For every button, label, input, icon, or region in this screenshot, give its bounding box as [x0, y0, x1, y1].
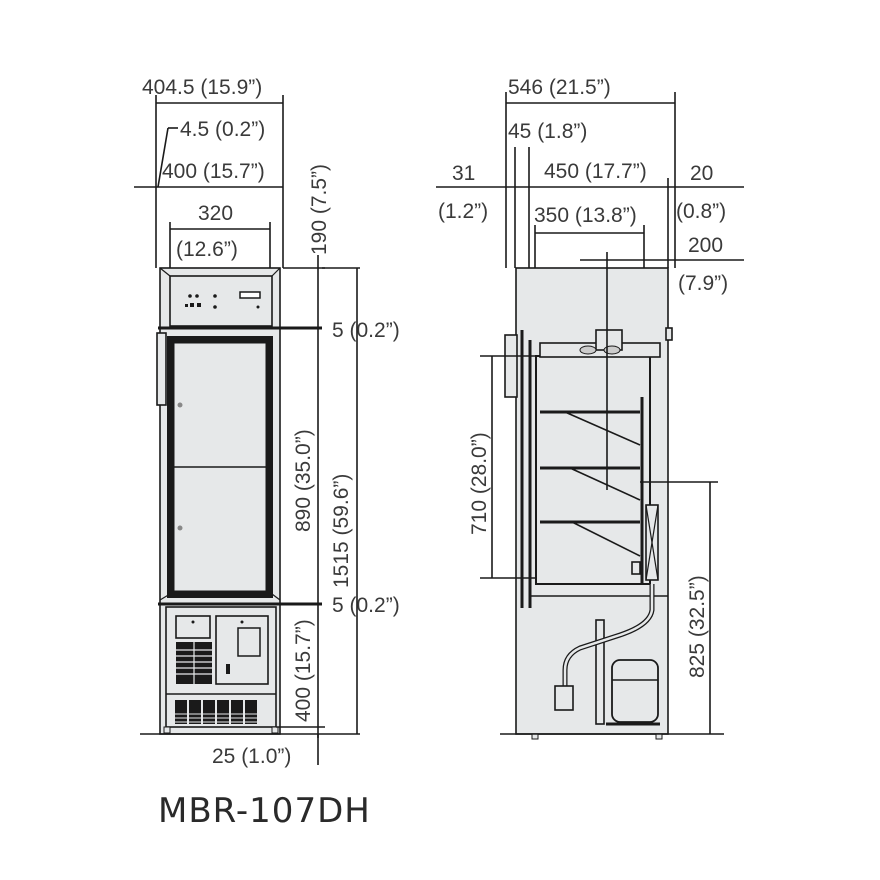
inner-chamber	[535, 355, 651, 585]
dim-overall-depth: 546 (21.5”)	[508, 76, 611, 99]
shelves	[540, 397, 644, 584]
compressor	[611, 659, 659, 723]
control-panel	[169, 275, 273, 327]
hinge-icon	[177, 402, 183, 408]
dim-inner-width-in: (12.6”)	[176, 238, 238, 261]
dim-gap-bottom: 5 (0.2”)	[332, 594, 400, 617]
front-view: 404.5 (15.9”) 4.5 (0.2”) 400 (15.7”) 320…	[134, 76, 400, 768]
drain-pipe	[595, 619, 605, 725]
dim-overall-width: 404.5 (15.9”)	[142, 76, 262, 99]
hinge-icon	[177, 525, 183, 531]
dim-top-section-height: 190 (7.5”)	[308, 164, 331, 255]
dim-door-thickness: 45 (1.8”)	[508, 120, 587, 143]
dim-chamber-height: 710 (28.0”)	[468, 432, 491, 535]
dim-handle-depth-mm: 31	[452, 162, 475, 185]
dim-door-height: 890 (35.0”)	[292, 429, 315, 532]
dim-handle-offset: 4.5 (0.2”)	[180, 118, 265, 141]
dim-inner-depth: 350 (13.8”)	[534, 204, 637, 227]
dim-rear-offset-in: (0.8”)	[676, 200, 726, 223]
dim-body-width: 400 (15.7”)	[162, 160, 265, 183]
door-handle	[156, 332, 167, 406]
dim-handle-depth-in: (1.2”)	[438, 200, 488, 223]
dim-base-height: 400 (15.7”)	[292, 619, 315, 722]
model-name: MBR-107DH	[158, 791, 371, 831]
dim-center-offset-mm: 200	[688, 234, 723, 257]
dim-rear-offset-mm: 20	[690, 162, 713, 185]
dim-inner-width-mm: 320	[198, 202, 233, 225]
bottom-vents	[175, 700, 257, 724]
dim-foot-height: 25 (1.0”)	[212, 745, 291, 768]
side-door-handle	[504, 334, 518, 398]
dim-gap-top: 5 (0.2”)	[332, 319, 400, 342]
dim-body-depth: 450 (17.7”)	[544, 160, 647, 183]
dim-floor-to-center: 825 (32.5”)	[686, 575, 709, 678]
dim-overall-height: 1515 (59.6”)	[330, 474, 353, 588]
dim-center-offset-in: (7.9”)	[678, 272, 728, 295]
display-window	[239, 291, 261, 299]
drain-tank	[554, 685, 574, 711]
panel-buttons	[185, 291, 261, 309]
side-view: 546 (21.5”) 45 (1.8”) 31 (1.2”) 450 (17.…	[436, 76, 744, 740]
